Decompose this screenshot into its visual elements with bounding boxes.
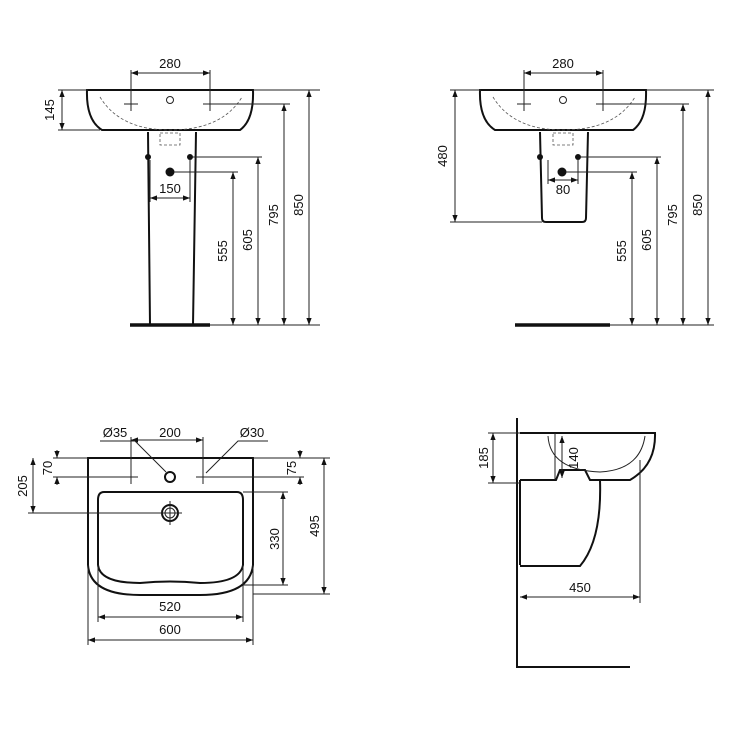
dim-200: 200: [159, 425, 181, 440]
dim-330: 330: [267, 528, 282, 550]
dim-450: 450: [569, 580, 591, 595]
dim-280: 280: [159, 56, 181, 71]
plan-view: 200 Ø35 Ø30 70 205 75 330 495 520 600: [15, 425, 330, 645]
dim-495: 495: [307, 515, 322, 537]
dim-605: 605: [240, 229, 255, 251]
dim-70: 70: [40, 461, 55, 475]
dim-555-semi: 555: [614, 240, 629, 262]
dim-795: 795: [266, 204, 281, 226]
dim-280-semi: 280: [552, 56, 574, 71]
dim-520: 520: [159, 599, 181, 614]
dim-795-semi: 795: [665, 204, 680, 226]
dim-150: 150: [159, 181, 181, 196]
pedestal-front-view: 280 145 150 555 605 795 850: [42, 56, 320, 327]
side-view: 185 140 450: [476, 418, 657, 668]
dim-dia-30: Ø30: [240, 425, 265, 440]
dim-600: 600: [159, 622, 181, 637]
dim-80: 80: [556, 182, 570, 197]
dim-205: 205: [15, 475, 30, 497]
dim-850-semi: 850: [690, 194, 705, 216]
dim-dia-35: Ø35: [103, 425, 128, 440]
dim-75: 75: [284, 461, 299, 475]
semi-pedestal-front-view: 280 480 80 555 605 795 850: [435, 56, 714, 327]
dim-605-semi: 605: [639, 229, 654, 251]
dim-185: 185: [476, 447, 491, 469]
dim-480: 480: [435, 145, 450, 167]
dim-140: 140: [566, 447, 581, 469]
dim-145: 145: [42, 99, 57, 121]
dim-850: 850: [291, 194, 306, 216]
dim-555: 555: [215, 240, 230, 262]
